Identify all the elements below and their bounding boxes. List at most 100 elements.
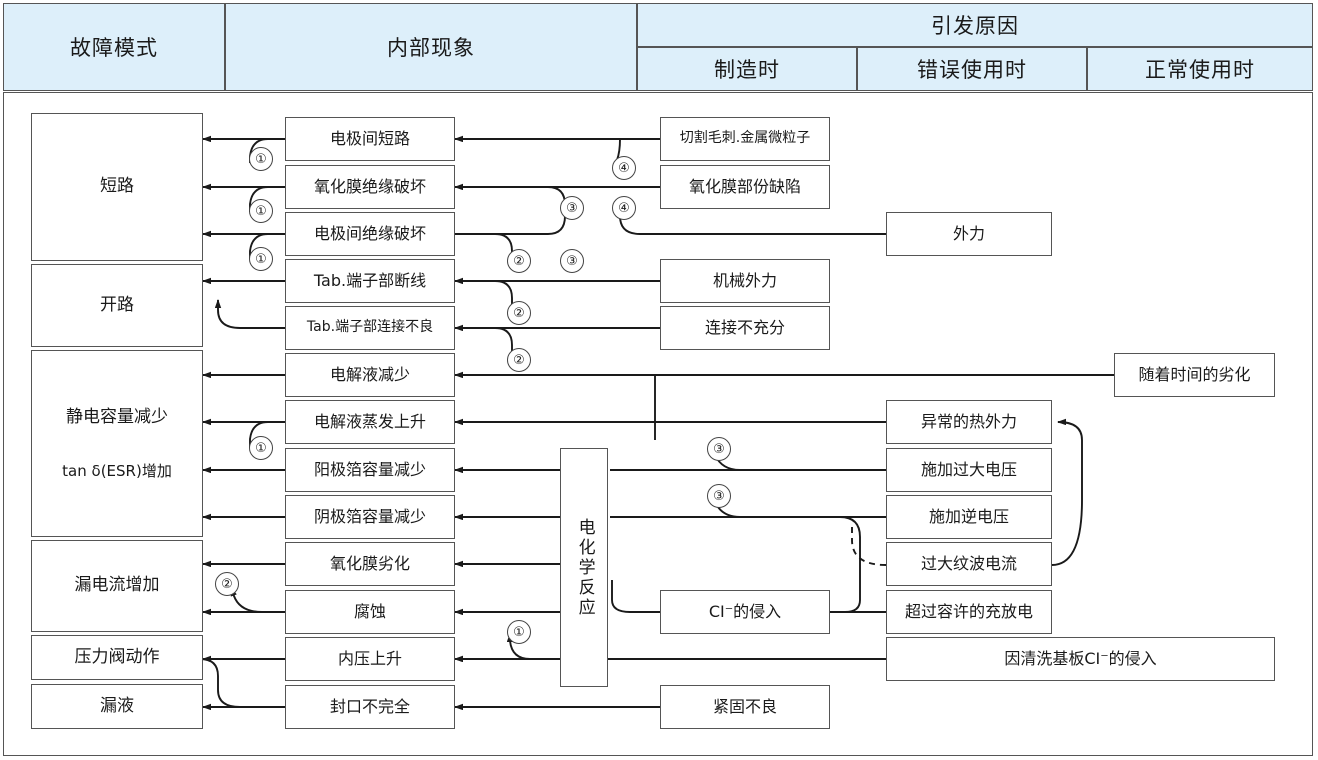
header-cause-group: 引发原因	[637, 3, 1313, 47]
phenomenon-label: Tab.端子部连接不良	[306, 319, 434, 336]
failure-mode-box-capacitance-drop[interactable]: 静电容量减少 tan δ(ESR)增加	[31, 350, 203, 537]
header-failure-mode-label: 故障模式	[70, 36, 158, 60]
phenomenon-box-internal-pressure-rise[interactable]: 内压上升	[285, 637, 455, 681]
cause-box-reverse-voltage[interactable]: 施加逆电压	[886, 495, 1052, 539]
branch-marker-m4a: ④	[612, 156, 636, 180]
phenomenon-label: 封口不完全	[329, 697, 410, 716]
phenomenon-label: Tab.端子部断线	[313, 271, 427, 290]
cause-label: 氧化膜部份缺陷	[688, 177, 801, 196]
branch-marker-m3d: ③	[707, 484, 731, 508]
failure-mode-label: 压力阀动作	[74, 646, 160, 667]
cause-label: 外力	[952, 224, 985, 243]
branch-marker-label: ④	[618, 160, 630, 176]
cause-box-excessive-charge-discharge[interactable]: 超过容许的充放电	[886, 590, 1052, 634]
phenomenon-box-anode-foil-capacity-drop[interactable]: 阳极箔容量减少	[285, 448, 455, 492]
failure-mode-box-open-circuit[interactable]: 开路	[31, 264, 203, 347]
cause-box-overvoltage[interactable]: 施加过大电压	[886, 448, 1052, 492]
cause-box-oxide-film-partial-defect[interactable]: 氧化膜部份缺陷	[660, 165, 830, 209]
phenomenon-label: 氧化膜绝缘破坏	[313, 177, 426, 196]
failure-mode-box-short-circuit[interactable]: 短路	[31, 113, 203, 261]
failure-mode-box-liquid-leak[interactable]: 漏液	[31, 684, 203, 729]
reaction-box-label: 电化学反应	[574, 517, 595, 618]
phenomenon-box-tab-poor-connection[interactable]: Tab.端子部连接不良	[285, 306, 455, 350]
branch-marker-m2a: ②	[507, 249, 531, 273]
header-sub-misuse-label: 错误使用时	[917, 58, 1027, 82]
cause-label: 随着时间的劣化	[1138, 365, 1251, 384]
phenomenon-label: 电极间短路	[329, 129, 410, 148]
phenomenon-box-electrode-insulation-break[interactable]: 电极间绝缘破坏	[285, 212, 455, 256]
branch-marker-label: ③	[566, 200, 578, 216]
phenomenon-box-electrolyte-evaporation[interactable]: 电解液蒸发上升	[285, 400, 455, 444]
branch-marker-label: ①	[255, 151, 267, 167]
header-sub-normal-label: 正常使用时	[1145, 58, 1255, 82]
cause-label: 异常的热外力	[920, 412, 1017, 431]
phenomenon-box-cathode-foil-capacity-drop[interactable]: 阴极箔容量减少	[285, 495, 455, 539]
phenomenon-label: 电解液减少	[329, 365, 410, 384]
cause-label: 因清洗基板CI⁻的侵入	[1004, 649, 1157, 668]
phenomenon-label: 电解液蒸发上升	[313, 412, 426, 431]
branch-marker-m3c: ③	[707, 437, 731, 461]
failure-mode-box-pressure-valve[interactable]: 压力阀动作	[31, 635, 203, 680]
cause-box-external-force[interactable]: 外力	[886, 212, 1052, 256]
branch-marker-label: ③	[566, 253, 578, 269]
phenomenon-label: 氧化膜劣化	[329, 554, 410, 573]
cause-label: 超过容许的充放电	[904, 602, 1033, 621]
header-sub-manufacturing-label: 制造时	[714, 58, 780, 82]
phenomenon-label: 电极间绝缘破坏	[313, 224, 426, 243]
branch-marker-label: ③	[713, 441, 725, 457]
cause-box-time-degradation[interactable]: 随着时间的劣化	[1114, 353, 1275, 397]
cause-box-cutting-burr-metal-particles[interactable]: 切割毛刺.金属微粒子	[660, 117, 830, 161]
phenomenon-box-electrolyte-decrease[interactable]: 电解液减少	[285, 353, 455, 397]
branch-marker-label: ④	[618, 200, 630, 216]
cause-box-poor-fastening[interactable]: 紧固不良	[660, 685, 830, 729]
cause-label: 机械外力	[712, 271, 777, 290]
branch-marker-label: ①	[255, 440, 267, 456]
header-failure-mode: 故障模式	[3, 3, 225, 91]
failure-mode-box-leakage-current[interactable]: 漏电流增加	[31, 540, 203, 632]
branch-marker-m2d: ②	[215, 572, 239, 596]
branch-marker-label: ②	[221, 576, 233, 592]
cause-box-board-cleaning-chloride-intrusion[interactable]: 因清洗基板CI⁻的侵入	[886, 637, 1275, 681]
header-sub-misuse: 错误使用时	[857, 47, 1087, 91]
phenomenon-box-oxide-degradation[interactable]: 氧化膜劣化	[285, 542, 455, 586]
cause-box-abnormal-thermal-force[interactable]: 异常的热外力	[886, 400, 1052, 444]
phenomenon-box-electrode-short[interactable]: 电极间短路	[285, 117, 455, 161]
cause-label: 连接不充分	[704, 318, 785, 337]
cause-label: 施加逆电压	[928, 507, 1009, 526]
branch-marker-m4b: ④	[612, 196, 636, 220]
cause-label: 施加过大电压	[920, 460, 1017, 479]
failure-mode-label-tan-delta: tan δ(ESR)增加	[62, 461, 172, 480]
header-sub-normal: 正常使用时	[1087, 47, 1313, 91]
header-cause-group-label: 引发原因	[931, 14, 1019, 38]
branch-marker-label: ①	[513, 624, 525, 640]
cause-box-excessive-ripple-current[interactable]: 过大纹波电流	[886, 542, 1052, 586]
cause-box-mechanical-force[interactable]: 机械外力	[660, 259, 830, 303]
header-sub-manufacturing: 制造时	[637, 47, 857, 91]
phenomenon-box-tab-disconnection[interactable]: Tab.端子部断线	[285, 259, 455, 303]
cause-label: 切割毛刺.金属微粒子	[679, 130, 811, 147]
phenomenon-label: 阳极箔容量减少	[313, 460, 426, 479]
phenomenon-box-corrosion[interactable]: 腐蚀	[285, 590, 455, 634]
branch-marker-m1c: ①	[249, 247, 273, 271]
branch-marker-label: ②	[513, 352, 525, 368]
branch-marker-m2c: ②	[507, 348, 531, 372]
failure-mode-label: 漏液	[100, 695, 134, 716]
failure-mode-label: 短路	[100, 176, 134, 197]
phenomenon-box-incomplete-sealing[interactable]: 封口不完全	[285, 685, 455, 729]
phenomenon-label: 腐蚀	[353, 602, 386, 621]
reaction-box-electrochemical[interactable]: 电化学反应	[560, 448, 608, 687]
cause-box-chloride-intrusion[interactable]: CI⁻的侵入	[660, 590, 830, 634]
failure-mode-label-capacitance: 静电容量减少	[66, 406, 168, 427]
branch-marker-label: ③	[713, 488, 725, 504]
cause-label: CI⁻的侵入	[708, 602, 782, 621]
header-internal-phenomenon-label: 内部现象	[387, 36, 475, 60]
failure-mode-label: 漏电流增加	[74, 575, 160, 596]
branch-marker-label: ①	[255, 251, 267, 267]
cause-box-insufficient-connection[interactable]: 连接不充分	[660, 306, 830, 350]
branch-marker-label: ②	[513, 305, 525, 321]
branch-marker-label: ②	[513, 253, 525, 269]
branch-marker-m1a: ①	[249, 147, 273, 171]
branch-marker-m1e: ①	[507, 620, 531, 644]
phenomenon-box-oxide-insulation-break[interactable]: 氧化膜绝缘破坏	[285, 165, 455, 209]
